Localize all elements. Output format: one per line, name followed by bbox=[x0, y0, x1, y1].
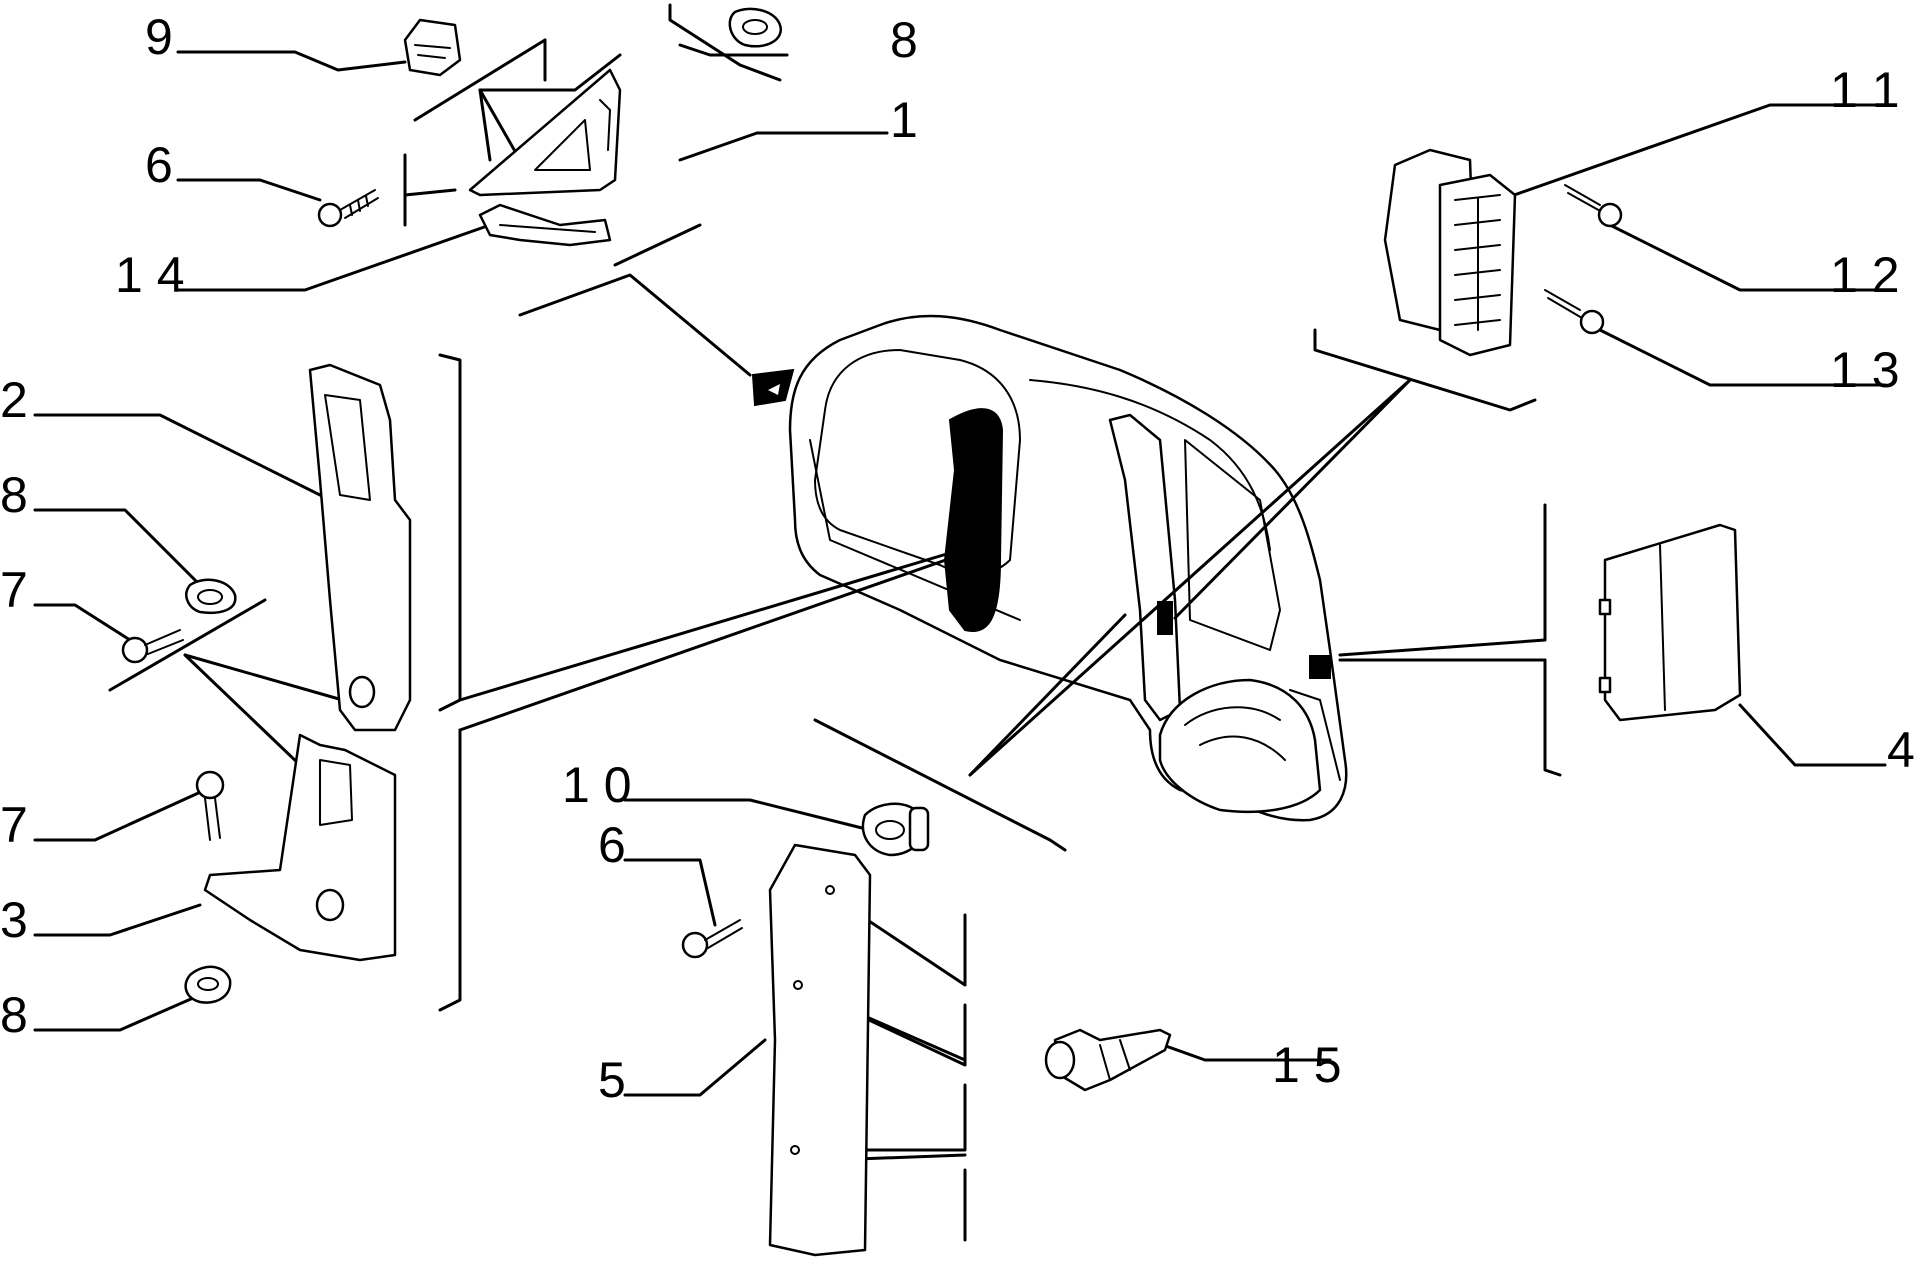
screw-part-6-top bbox=[317, 189, 379, 228]
grommet-part-8-left-lower bbox=[184, 965, 232, 1004]
callout-1: 1 bbox=[890, 92, 918, 148]
callout-14: 1 4 bbox=[115, 247, 185, 303]
grommet-part-8-left-upper bbox=[185, 578, 237, 614]
callout-7-upper: 7 bbox=[0, 562, 28, 618]
callout-8-left-lower: 8 bbox=[0, 987, 28, 1043]
callout-6-bottom: 6 bbox=[598, 817, 626, 873]
callout-8-left-upper: 8 bbox=[0, 467, 28, 523]
callout-3: 3 bbox=[0, 892, 28, 948]
lower-trim-part-3 bbox=[203, 733, 397, 962]
screw-part-7-lower bbox=[195, 770, 225, 841]
callout-8-top: 8 bbox=[890, 12, 918, 68]
cover-panel-part-4 bbox=[1598, 523, 1742, 722]
quarter-trim-part-1 bbox=[468, 68, 622, 197]
callout-6-top: 6 bbox=[145, 137, 173, 193]
push-pin-part-15 bbox=[1044, 1028, 1172, 1092]
clip-part-9 bbox=[403, 18, 462, 77]
callout-15: 1 5 bbox=[1272, 1037, 1342, 1093]
screw-part-6-bottom bbox=[681, 919, 743, 959]
callout-labels: 1 2 3 4 5 6 6 7 7 8 8 8 9 1 0 1 1 1 2 1 … bbox=[0, 9, 1915, 1108]
pillar-trim-part-2 bbox=[308, 363, 412, 732]
callout-9: 9 bbox=[145, 9, 173, 65]
grommet-part-10 bbox=[861, 802, 930, 857]
side-panel-part-5 bbox=[768, 843, 872, 1257]
callout-7-lower: 7 bbox=[0, 797, 28, 853]
callout-13: 1 3 bbox=[1830, 342, 1900, 398]
body-side-shell bbox=[751, 314, 1348, 822]
callout-11: 1 1 bbox=[1830, 62, 1900, 118]
callout-5: 5 bbox=[598, 1052, 626, 1108]
screw-part-12 bbox=[1564, 184, 1623, 228]
grommet-part-8-top bbox=[728, 7, 782, 48]
callout-12: 1 2 bbox=[1830, 247, 1900, 303]
screw-part-13 bbox=[1544, 289, 1605, 335]
callout-2: 2 bbox=[0, 372, 28, 428]
seal-strip-part-14 bbox=[478, 203, 612, 247]
callout-4: 4 bbox=[1887, 722, 1915, 778]
callout-10: 1 0 bbox=[562, 757, 632, 813]
screw-part-7-upper bbox=[121, 629, 184, 664]
vent-grille-part-11 bbox=[1383, 148, 1517, 357]
